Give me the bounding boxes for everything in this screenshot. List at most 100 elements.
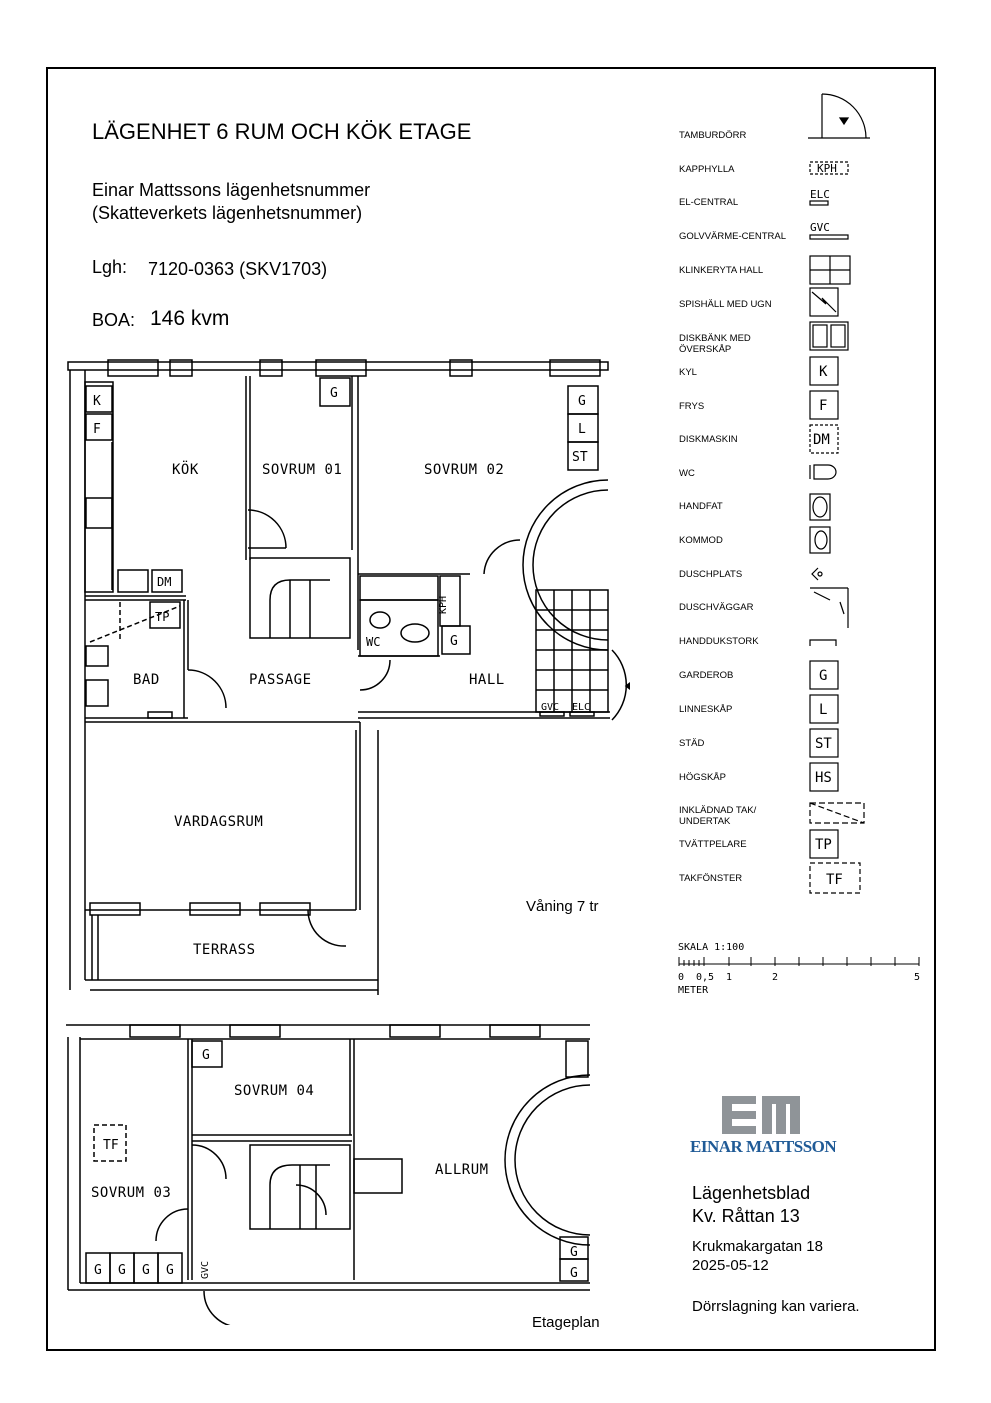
footer-line2: Kv. Råttan 13	[692, 1206, 800, 1226]
f-icon: F	[809, 390, 839, 420]
legend-label: LINNESKÅP	[679, 704, 733, 715]
subtitle-line-2: (Skatteverkets lägenhetsnummer)	[92, 203, 363, 223]
svg-text:WC: WC	[366, 635, 380, 649]
footer-address: Krukmakargatan 18	[692, 1238, 823, 1255]
svg-text:DM: DM	[813, 432, 830, 448]
legend-label: TVÄTTPELARE	[679, 839, 747, 850]
svg-text:G: G	[570, 1245, 578, 1260]
svg-text:TP: TP	[155, 610, 169, 624]
elc-icon: ELC	[809, 188, 830, 206]
svg-text:ELC: ELC	[810, 188, 830, 201]
legend-symbols: KPH ELC GVC K F DM G L ST HS	[808, 93, 870, 894]
drawing-frame	[46, 67, 936, 1351]
svg-text:ST: ST	[572, 450, 588, 465]
lgh-value: 7120-0363 (SKV1703)	[148, 259, 328, 279]
floor-label-upper: Våning 7 tr	[526, 898, 599, 915]
g-icon: G	[809, 660, 839, 690]
legend-label: DISKMASKIN	[679, 434, 738, 445]
legend-label: TAMBURDÖRR	[679, 130, 747, 141]
hs-icon: HS	[809, 762, 839, 792]
scale-tick-5: 5	[914, 972, 921, 983]
kph-icon: KPH	[809, 161, 849, 175]
basin-icon	[809, 493, 831, 521]
room-passage: PASSAGE	[249, 672, 312, 688]
boa-value: 146 kvm	[150, 307, 230, 330]
svg-text:G: G	[578, 394, 586, 409]
scale-tick-1: 1	[726, 972, 733, 983]
sink-icon	[809, 321, 849, 351]
svg-text:HS: HS	[815, 770, 832, 786]
legend-label: HÖGSKÅP	[679, 772, 726, 783]
svg-text:F: F	[93, 422, 101, 437]
room-allrum: ALLRUM	[435, 1162, 489, 1178]
scale-unit: METER	[678, 985, 709, 996]
legend-label: HANDDUKSTORK	[679, 636, 759, 647]
svg-text:ST: ST	[815, 736, 832, 752]
cabinet-basin-icon	[809, 526, 831, 554]
svg-text:K: K	[819, 364, 828, 380]
legend-label: FRYS	[679, 401, 705, 412]
legend-label: WC	[679, 468, 695, 479]
scale-title: SKALA 1:100	[678, 942, 745, 953]
legend-label: KAPPHYLLA	[679, 164, 735, 175]
lgh-label: Lgh:	[92, 257, 128, 277]
boa-label: BOA:	[92, 310, 136, 330]
svg-text:GVC: GVC	[810, 221, 830, 234]
footer-note: Dörrslagning kan variera.	[692, 1298, 860, 1315]
tile-icon	[809, 255, 851, 285]
shower-wall-icon	[810, 587, 849, 628]
towel-dryer-icon	[809, 639, 837, 646]
legend-label: HANDFAT	[679, 501, 723, 512]
svg-text:G: G	[166, 1263, 174, 1278]
svg-text:G: G	[570, 1266, 578, 1281]
legend-label: KYL	[679, 367, 697, 378]
legend-label: DISKBÄNK MED ÖVERSKÅP	[679, 333, 751, 355]
gvc-icon: GVC	[809, 221, 849, 240]
tf-icon: TF	[809, 862, 861, 894]
legend-label: TAKFÖNSTER	[679, 873, 743, 884]
svg-text:TF: TF	[103, 1138, 119, 1153]
room-bad: BAD	[133, 672, 160, 688]
st-icon: ST	[809, 728, 839, 758]
svg-text:L: L	[578, 422, 586, 437]
dm-icon: DM	[809, 424, 839, 454]
svg-text:GVC: GVC	[541, 702, 559, 713]
k-icon: K	[809, 356, 839, 386]
legend-label: STÄD	[679, 738, 705, 749]
svg-text:G: G	[118, 1263, 126, 1278]
legend-label: KOMMOD	[679, 535, 723, 546]
logo-mark	[722, 1096, 800, 1134]
svg-text:DM: DM	[157, 575, 171, 589]
svg-text:ELC: ELC	[572, 702, 590, 713]
legend-label: SPISHÄLL MED UGN	[679, 299, 772, 310]
logo-name: EINAR MATTSSON	[690, 1137, 837, 1156]
ceiling-icon	[809, 802, 865, 824]
svg-text:KPH: KPH	[438, 596, 449, 614]
svg-text:G: G	[202, 1048, 210, 1063]
svg-text:GVC: GVC	[200, 1261, 211, 1279]
floor-label-lower: Etageplan	[532, 1314, 600, 1331]
svg-text:G: G	[819, 668, 827, 684]
svg-text:TF: TF	[826, 872, 843, 888]
svg-text:G: G	[94, 1263, 102, 1278]
legend-label: GARDEROB	[679, 670, 734, 681]
room-sovrum-02: SOVRUM 02	[424, 462, 505, 478]
svg-text:L: L	[819, 702, 827, 718]
svg-text:F: F	[819, 398, 827, 414]
room-hall: HALL	[469, 672, 505, 688]
scale-tick-05: 0,5	[696, 972, 715, 983]
svg-text:K: K	[93, 394, 101, 409]
legend-label: DUSCHVÄGGAR	[679, 602, 754, 613]
stove-icon	[809, 287, 839, 317]
door-icon	[808, 93, 870, 139]
footer-line1: Lägenhetsblad	[692, 1183, 811, 1203]
legend-label: EL-CENTRAL	[679, 197, 739, 208]
svg-text:KPH: KPH	[817, 162, 837, 175]
l-icon: L	[809, 694, 839, 724]
scale-tick-0: 0	[678, 972, 685, 983]
legend-label: GOLVVÄRME-CENTRAL	[679, 231, 786, 242]
shower-icon	[811, 567, 823, 581]
svg-text:TP: TP	[815, 837, 832, 853]
room-vardagsrum: VARDAGSRUM	[174, 814, 264, 830]
